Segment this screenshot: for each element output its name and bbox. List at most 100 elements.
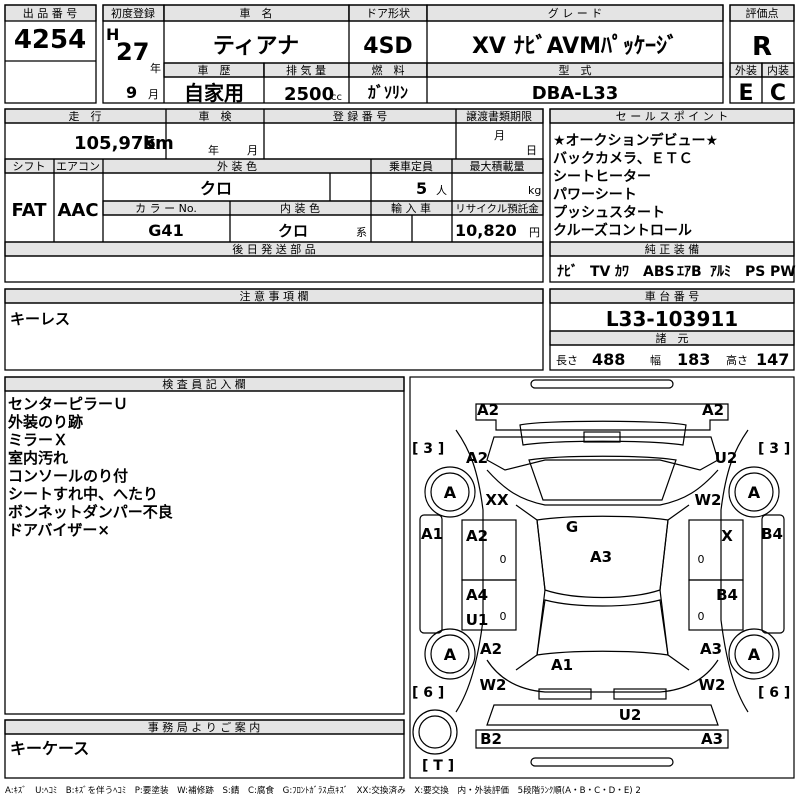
later-parts-label: 後 日 発 送 部 品 <box>232 242 315 256</box>
office-text: キーケース <box>10 739 89 758</box>
height: 147 <box>756 350 789 369</box>
inspector-note: ミラーＸ <box>8 431 68 449</box>
rear-glass-area <box>536 599 669 656</box>
damage-mark: 0 <box>500 553 507 566</box>
exterior-grade: E <box>738 81 753 106</box>
first-reg-label: 初度登録 <box>111 6 155 20</box>
wheel-rear-right-inner <box>734 634 774 674</box>
exterior-label: 外装 <box>735 64 757 77</box>
import-label: 輸 入 車 <box>391 201 431 215</box>
sales-point: プッシュスタート <box>553 205 665 221</box>
damage-mark: 0 <box>698 610 705 623</box>
wheel-front-left-inner <box>430 472 470 512</box>
tire-mark: A <box>748 483 761 502</box>
damage-mark: U1 <box>466 611 489 629</box>
damage-mark: A2 <box>466 449 488 467</box>
tread-front-left: [ 3 ] <box>412 441 444 457</box>
car-name-label: 車 名 <box>240 6 273 20</box>
displacement-unit: cc <box>331 92 342 103</box>
inspector-note: コンソールのり付 <box>8 467 128 485</box>
rear-light-left <box>538 688 592 700</box>
year-unit: 年 <box>150 61 161 75</box>
damage-mark: A2 <box>480 640 502 658</box>
windshield-base <box>486 469 719 506</box>
interior-color-unit: 系 <box>356 226 367 239</box>
tread-rear-left: [ 6 ] <box>412 685 444 701</box>
damage-mark: A3 <box>700 640 722 658</box>
equipment-item: ｶﾜ <box>615 264 629 280</box>
displacement-label: 排 気 量 <box>286 63 326 77</box>
color-label: 外 装 色 <box>217 159 257 173</box>
sales-section <box>549 108 795 283</box>
inspection-label: 車 検 <box>199 109 232 123</box>
equipment-label: 純 正 装 備 <box>645 243 700 256</box>
tread-front-right: [ 3 ] <box>758 441 790 457</box>
door-label: ドア形状 <box>366 6 410 20</box>
equipment-item: ｴｱB <box>677 264 702 280</box>
door-rear-left <box>461 579 517 631</box>
tire-mark: A <box>748 645 761 664</box>
inspector-label: 検 査 員 記 入 欄 <box>162 377 245 391</box>
era: H <box>106 25 119 44</box>
model-code: DBA-L33 <box>532 83 619 104</box>
mileage: 105,975 <box>74 133 156 154</box>
damage-mark: U2 <box>619 706 642 724</box>
damage-mark: A2 <box>702 401 724 419</box>
damage-mark: A2 <box>477 401 499 419</box>
spare-tread: [ T ] <box>422 758 454 774</box>
sales-point: パワーシート <box>553 187 637 203</box>
wheel-front-right <box>728 466 780 518</box>
sill-left <box>419 514 443 634</box>
aircon-label: エアコン <box>56 160 100 173</box>
legend: A:ｷｽﾞ U:ﾍｺﾐ B:ｷｽﾞを伴うﾍｺﾐ P:要塗装 W:補修跡 S:錆 … <box>5 784 641 796</box>
windshield <box>528 455 677 501</box>
equipment-item: ﾅﾋﾞ <box>557 263 578 280</box>
front-lip <box>530 379 674 389</box>
inspector-note: 外装のり跡 <box>7 413 83 431</box>
lot-label: 出 品 番 号 <box>23 6 78 20</box>
rear-lip <box>530 757 674 767</box>
damage-mark: X <box>721 527 733 545</box>
door-front-right <box>688 519 744 581</box>
grade-label: グ レ ー ド <box>548 6 603 20</box>
inspector-note: 室内汚れ <box>8 449 68 467</box>
wheel-rear-right <box>728 628 780 680</box>
score: R <box>752 32 772 62</box>
damage-mark: W2 <box>480 676 507 694</box>
tread-rear-right: [ 6 ] <box>758 685 790 701</box>
diagram-frame <box>409 376 795 779</box>
notes-label: 注 意 事 項 欄 <box>240 289 309 303</box>
tire-mark: A <box>444 645 457 664</box>
inspection-year-unit: 年 <box>208 143 219 157</box>
mileage-unit: km <box>143 133 174 154</box>
score-label: 評価点 <box>746 6 779 20</box>
wheel-front-left <box>424 466 476 518</box>
month-unit: 月 <box>148 88 159 101</box>
hood <box>486 436 719 471</box>
sales-points-label: セ ー ル ス ポ イ ン ト <box>616 110 728 123</box>
sales-point: バックカメラ、ＥＴＣ <box>553 151 693 167</box>
inspector-text: 検 査 員 記 入 欄 センターピラーＵ 外装のり跡 ミラーＸ 室内汚れ コンソ… <box>7 377 260 758</box>
damage-mark: B2 <box>480 730 502 748</box>
sales-point: シートヒーター <box>553 169 651 185</box>
damage-mark: A3 <box>701 730 723 748</box>
info-text: 走 行 105,975 km 車 検 年 月 登 録 番 号 譲渡書類期限 月 … <box>11 109 541 256</box>
front-bumper <box>475 403 729 431</box>
door-type: 4SD <box>363 34 412 59</box>
inspector-note: ボンネットダンパー不良 <box>8 503 173 521</box>
equipment-item: ABS <box>643 264 675 280</box>
interior-color: クロ <box>278 222 308 240</box>
length: 488 <box>592 350 625 369</box>
header-text: 出 品 番 号 4254 初度登録 H 27 年 9 月 車 名 ティアナ ドア… <box>14 6 789 106</box>
max-load-unit: kg <box>528 184 541 197</box>
info-section <box>4 108 544 283</box>
width-label: 幅 <box>650 354 661 367</box>
fuel-label: 燃 料 <box>372 63 405 77</box>
body-left-outline <box>455 429 484 713</box>
interior-color-label: 内 装 色 <box>280 201 320 215</box>
tire-mark: A <box>444 483 457 502</box>
damage-mark: 0 <box>500 610 507 623</box>
notes-text: キーレス <box>10 310 70 328</box>
rear-light-right <box>613 688 667 700</box>
